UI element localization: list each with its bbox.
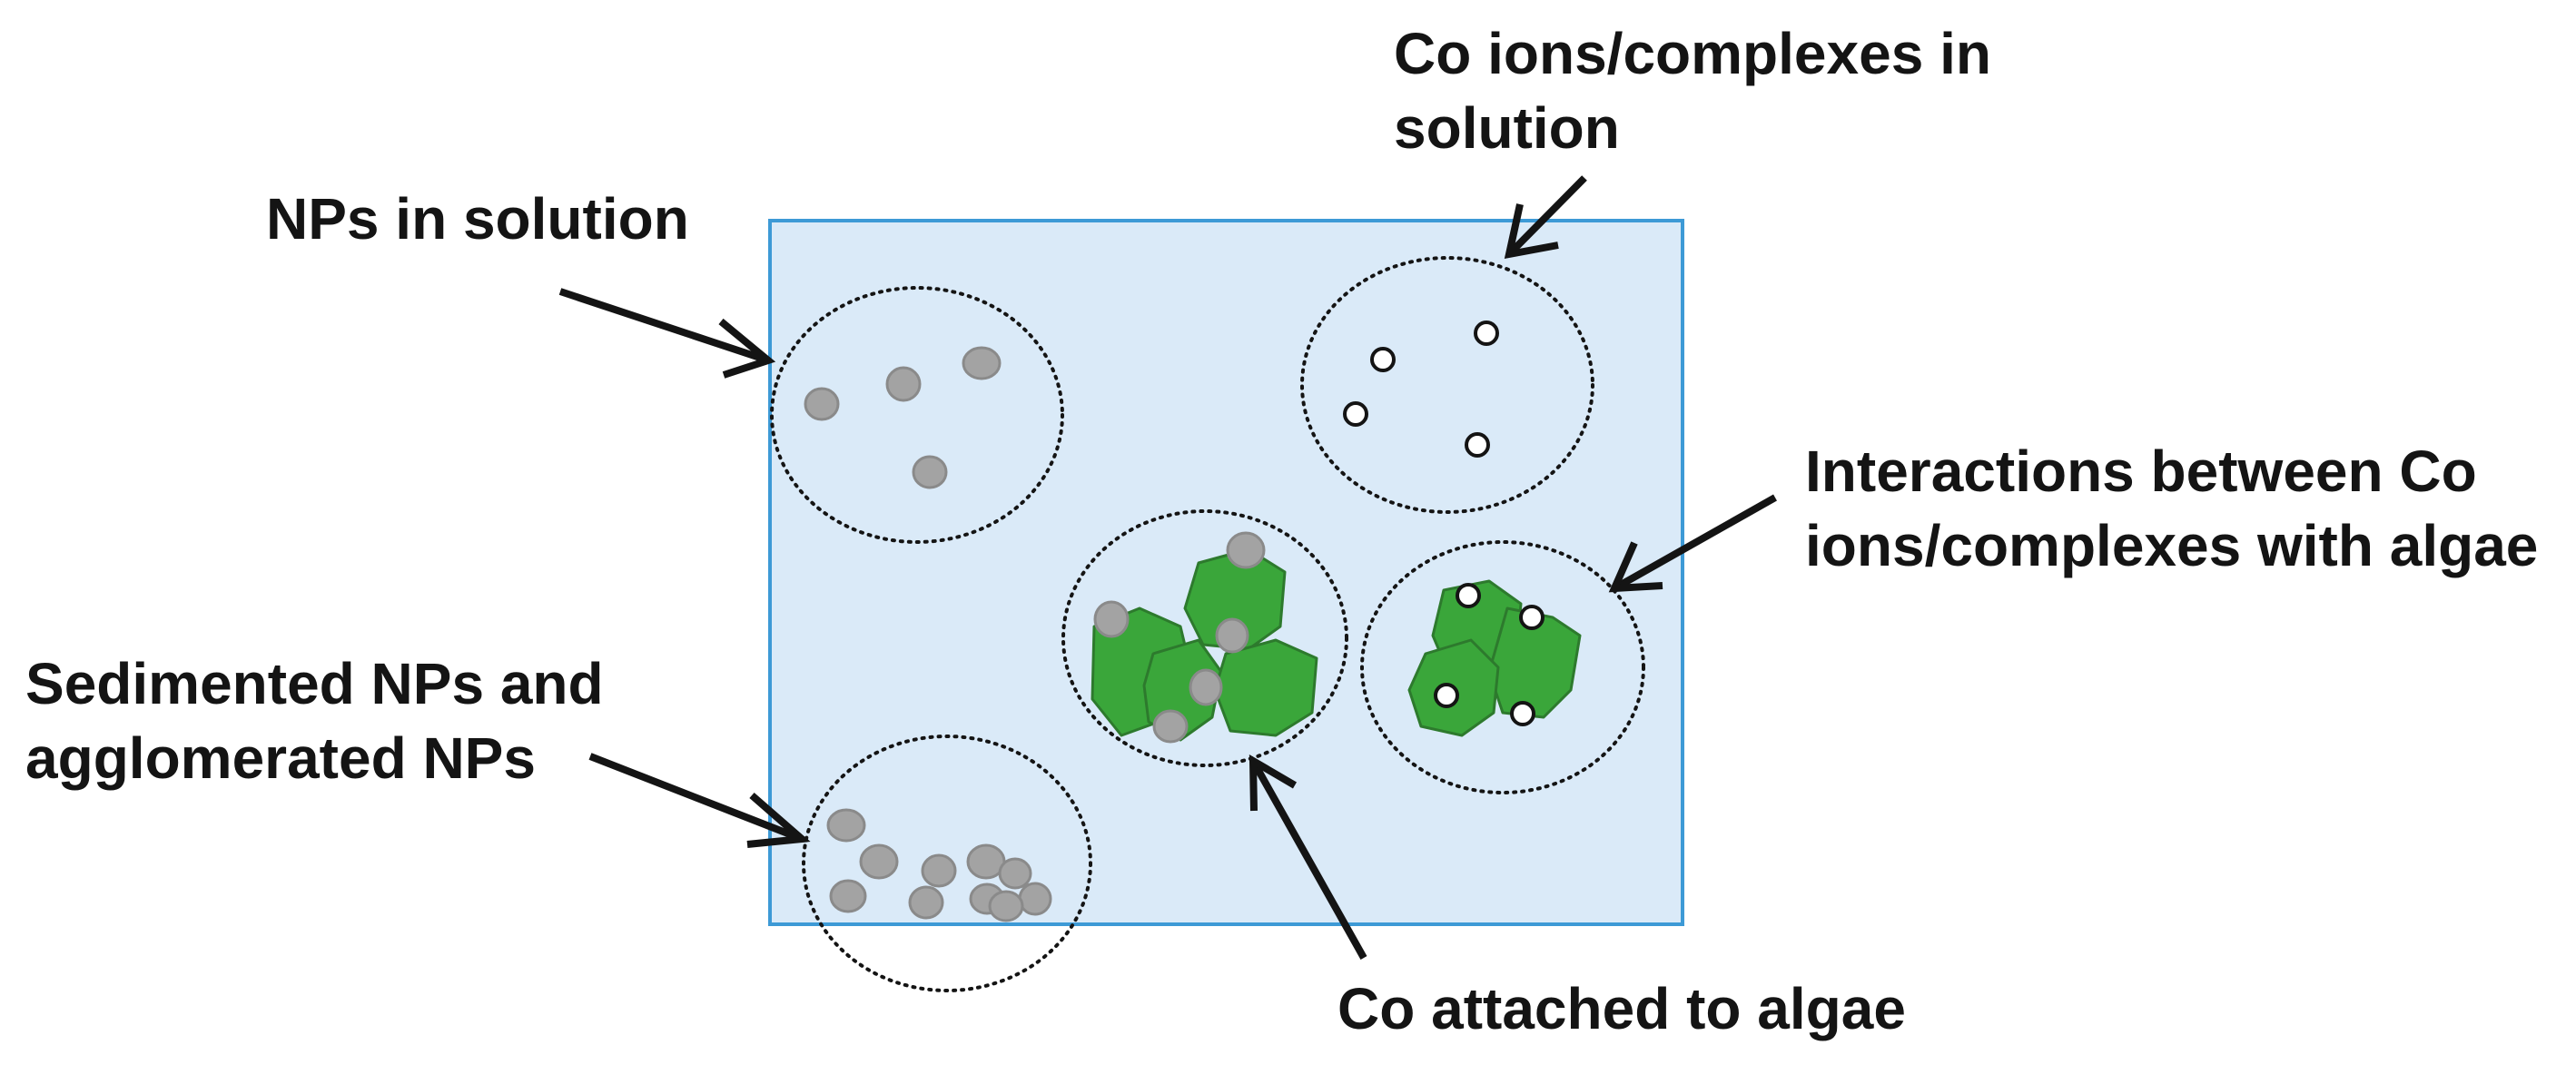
co-attached-region bbox=[1061, 509, 1348, 767]
arrow-nps-in-solution bbox=[558, 288, 776, 379]
algae-with-attached-co bbox=[1091, 531, 1318, 744]
nanoparticle bbox=[829, 879, 867, 913]
attached-co-ion bbox=[1434, 683, 1459, 708]
sedimented-region bbox=[802, 735, 1092, 992]
nanoparticle bbox=[998, 857, 1032, 890]
label-nps-in-solution: NPs in solution bbox=[266, 186, 689, 251]
nanoparticle bbox=[962, 346, 1002, 380]
attached-nanoparticle bbox=[1093, 600, 1130, 638]
arrow-co-ions-solution bbox=[1504, 175, 1587, 260]
nanoparticle bbox=[826, 808, 866, 843]
nanoparticle bbox=[988, 890, 1024, 922]
sedimented-nanoparticles bbox=[826, 808, 1052, 922]
arrow-interactions bbox=[1608, 494, 1777, 593]
nanoparticle bbox=[859, 843, 899, 880]
nanoparticle bbox=[804, 387, 840, 421]
nanoparticles-in-solution bbox=[804, 346, 1002, 489]
arrow-sedimented bbox=[588, 753, 811, 848]
interactions-region bbox=[1360, 540, 1645, 794]
label-co-attached-to-algae: Co attached to algae bbox=[1337, 976, 1906, 1041]
attached-nanoparticle bbox=[1226, 531, 1266, 569]
co-ion bbox=[1465, 432, 1490, 458]
attached-nanoparticle bbox=[1189, 668, 1223, 706]
attached-co-ion bbox=[1456, 583, 1481, 608]
co-ion bbox=[1343, 401, 1368, 427]
co-ion bbox=[1370, 347, 1396, 372]
co-ion bbox=[1474, 320, 1499, 346]
attached-co-ion bbox=[1510, 701, 1535, 726]
arrow-co-attached bbox=[1249, 754, 1367, 960]
attached-co-ion bbox=[1519, 605, 1545, 630]
nanoparticle bbox=[908, 885, 944, 920]
label-interactions-with-algae: Interactions between Co ions/complexes w… bbox=[1805, 439, 2539, 578]
attached-nanoparticle bbox=[1215, 617, 1249, 654]
nanoparticle bbox=[921, 853, 957, 888]
nanoparticle bbox=[1018, 882, 1052, 916]
algae-with-ions bbox=[1407, 579, 1582, 737]
label-co-ions-in-solution: Co ions/complexes in solution bbox=[1394, 21, 1991, 161]
nanoparticle bbox=[885, 366, 922, 402]
ions-in-solution bbox=[1343, 320, 1499, 458]
attached-nanoparticle bbox=[1152, 709, 1189, 744]
label-sedimented-nps: Sedimented NPs and agglomerated NPs bbox=[25, 651, 604, 791]
co-ions-solution-region bbox=[1300, 256, 1594, 514]
nps-in-solution-region bbox=[770, 286, 1064, 544]
nanoparticle bbox=[912, 455, 948, 489]
